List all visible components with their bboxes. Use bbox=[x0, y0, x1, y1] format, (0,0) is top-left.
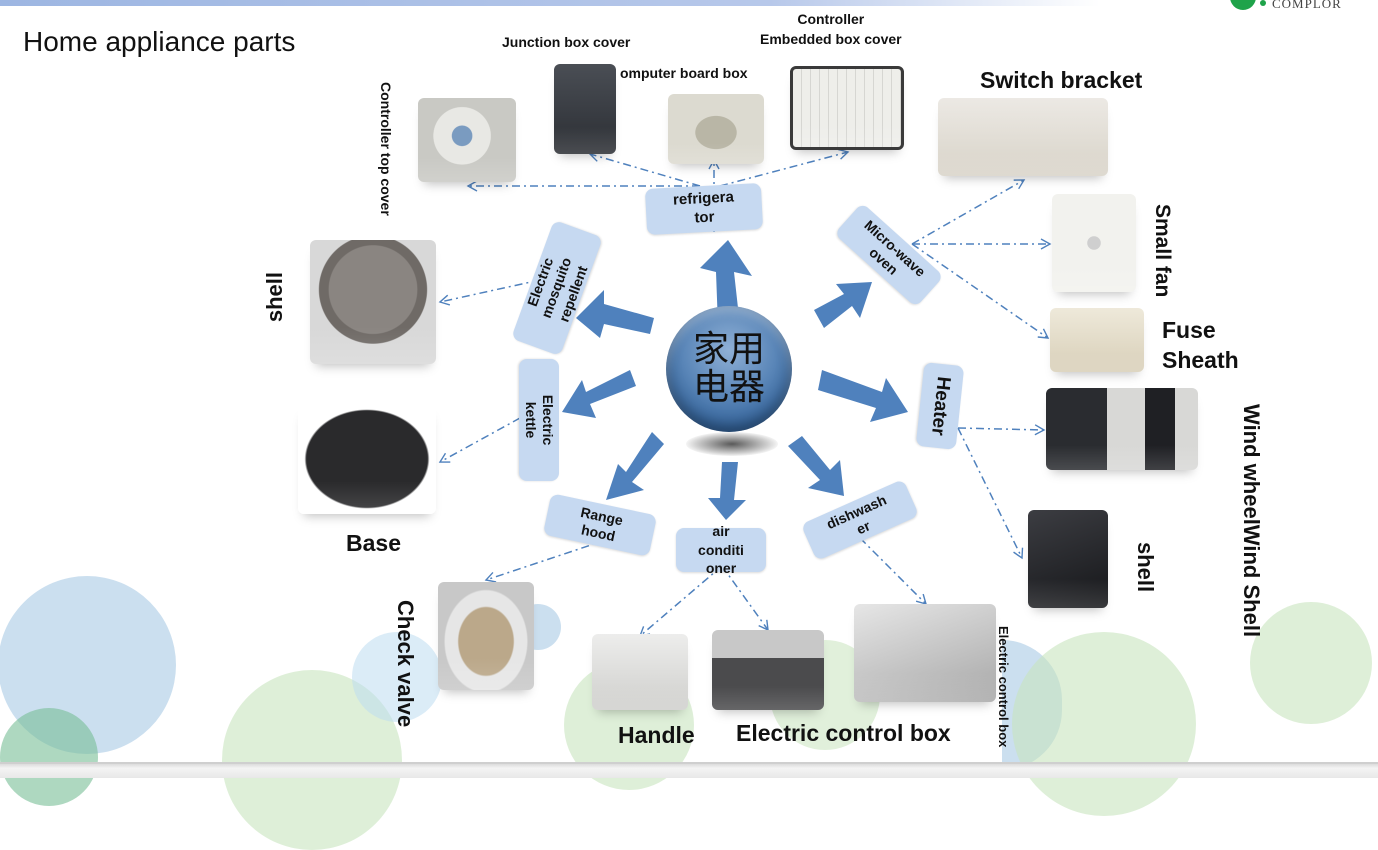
arrow-to-heater bbox=[818, 370, 908, 422]
connector-microwave-fuse bbox=[911, 243, 1050, 339]
label-check-valve: Check valve bbox=[393, 600, 418, 728]
photo-small-fan bbox=[1052, 194, 1136, 292]
arrow-to-refrigerator bbox=[700, 240, 752, 326]
photo-mosquito-shell bbox=[310, 240, 436, 364]
connector-rangehood-valve bbox=[484, 539, 607, 583]
node-air-conditioner-label: air conditi oner bbox=[698, 522, 744, 577]
photo-controller-top-cover bbox=[418, 98, 516, 182]
decor-bubble bbox=[1250, 602, 1372, 724]
node-refrigerator: refrigera tor bbox=[644, 182, 764, 236]
photo-heater-shell bbox=[1028, 510, 1108, 608]
node-electric-kettle: Electric kettle bbox=[519, 359, 559, 481]
label-handle: Handle bbox=[618, 722, 695, 748]
photo-embedded-box-cover bbox=[790, 66, 904, 150]
connector-ac-ecb bbox=[721, 565, 769, 632]
label-switch-bracket: Switch bracket bbox=[980, 67, 1143, 93]
photo-handle bbox=[592, 634, 688, 710]
center-shadow bbox=[686, 432, 778, 456]
connector-dishwasher-ecb bbox=[859, 537, 928, 606]
node-electric-kettle-label: Electric kettle bbox=[523, 394, 557, 446]
node-refrigerator-label: refrigera tor bbox=[672, 188, 735, 227]
photo-ac-ecb bbox=[712, 630, 824, 710]
label-controller-embedded-box-cover: Controller Embedded box cover bbox=[760, 11, 902, 47]
decor-bubble bbox=[352, 632, 442, 722]
photo-computer-board-box bbox=[668, 94, 764, 164]
label-dishwasher-electric-control-box: Electric control box bbox=[996, 626, 1011, 748]
center-node-home-appliances: 家用 电器 bbox=[666, 306, 792, 432]
label-small-fan: Small fan bbox=[1151, 204, 1174, 298]
photo-switch-bracket bbox=[938, 98, 1108, 176]
connector-microwave-switch bbox=[911, 179, 1026, 245]
photo-kettle-base bbox=[298, 404, 436, 514]
arrow-to-rangehood bbox=[606, 432, 664, 500]
center-label-line2: 电器 bbox=[692, 367, 765, 408]
label-heater-shell: shell bbox=[1133, 542, 1158, 593]
photo-fuse-sheath bbox=[1050, 308, 1144, 372]
arrow-to-dishwasher bbox=[788, 436, 844, 496]
label-fuse-sheath: Fuse Sheath bbox=[1162, 317, 1239, 373]
company-logo: COMPLOR bbox=[1230, 0, 1378, 14]
logo-mark-icon bbox=[1230, 0, 1256, 10]
title-bar-accent bbox=[0, 0, 1100, 6]
connector-mosquito-shell bbox=[438, 279, 541, 306]
arrow-to-mosquito bbox=[576, 290, 654, 338]
photo-wind-wheel-shell bbox=[1046, 388, 1198, 470]
node-range-hood-label: Range hood bbox=[579, 503, 625, 545]
connector-refrigerator-junction bbox=[588, 151, 701, 187]
node-air-conditioner: air conditi oner bbox=[676, 523, 766, 576]
center-label-line1: 家用 bbox=[692, 329, 765, 371]
connector-heater-shell bbox=[957, 427, 1024, 560]
connector-kettle-base bbox=[438, 417, 521, 463]
photo-check-valve bbox=[438, 582, 534, 690]
logo-text: COMPLOR bbox=[1272, 0, 1342, 11]
photo-dishwasher-ecb bbox=[854, 604, 996, 702]
connector-heater-wind bbox=[957, 424, 1046, 436]
arrow-to-kettle bbox=[562, 370, 636, 418]
arrow-to-microwave bbox=[814, 282, 872, 328]
photo-junction-box-cover bbox=[554, 64, 616, 154]
label-computer-board-box: omputer board box bbox=[620, 65, 748, 81]
label-wind-wheel-shell: Wind wheelWind Shell bbox=[1239, 404, 1264, 638]
slide-title: Home appliance parts bbox=[23, 26, 296, 57]
arrow-to-ac bbox=[708, 462, 746, 520]
node-heater-label: Heater bbox=[926, 375, 954, 437]
logo-dot-icon bbox=[1260, 0, 1266, 6]
label-mosquito-shell: shell bbox=[262, 272, 287, 323]
label-controller-top-cover: Controller top cover bbox=[378, 82, 394, 216]
label-junction-box-cover: Junction box cover bbox=[502, 34, 631, 50]
slide-footer-bar bbox=[0, 762, 1378, 778]
thick-arrows bbox=[562, 240, 908, 520]
connector-refrigerator-embedded bbox=[719, 148, 850, 187]
label-ac-electric-control-box: Electric control box bbox=[736, 720, 951, 746]
label-base: Base bbox=[346, 530, 401, 556]
